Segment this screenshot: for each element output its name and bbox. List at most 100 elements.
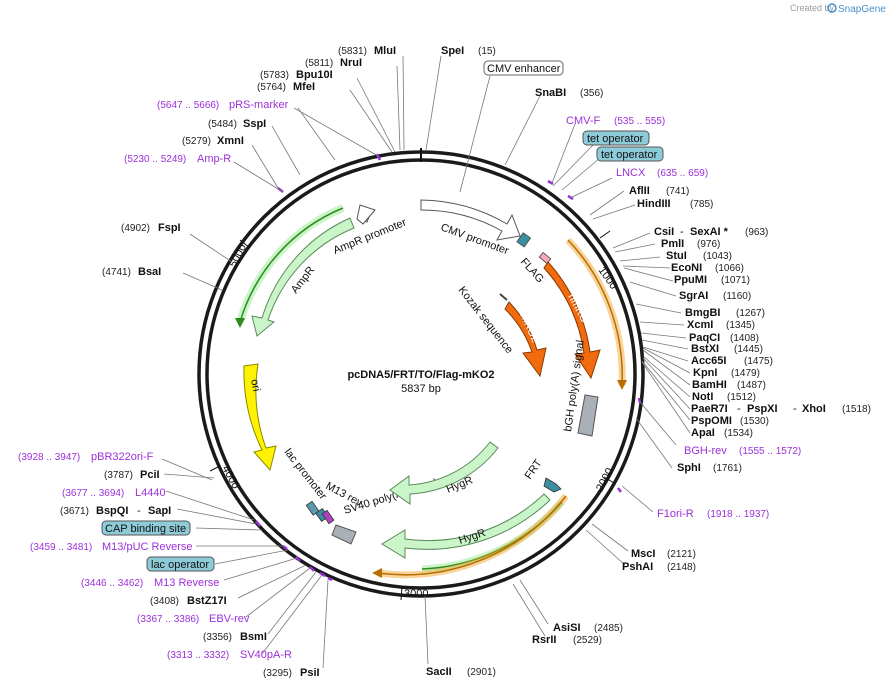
site-sspi-num: (5484): [208, 119, 237, 130]
site-paqci[interactable]: PaqCI: [689, 332, 720, 344]
site-acc65i[interactable]: Acc65I: [691, 355, 726, 367]
box-cmv-enhancer[interactable]: [483, 60, 564, 76]
ticks: [209, 230, 615, 601]
feature-ampr-promoter[interactable]: [356, 204, 376, 225]
feature-kozak[interactable]: [499, 293, 508, 301]
site-bpu10i[interactable]: Bpu10I: [296, 69, 333, 81]
feature-mko2[interactable]: [504, 301, 547, 378]
site-sspi[interactable]: SspI: [243, 118, 266, 130]
site-psii-num: (3295): [263, 668, 292, 679]
box-cap-binding-site[interactable]: [101, 520, 191, 536]
primer-lncx[interactable]: LNCX: [616, 167, 646, 179]
box-lac-operator[interactable]: [146, 556, 215, 572]
feature-hygr-inner[interactable]: [389, 441, 499, 505]
site-nrui[interactable]: NruI: [340, 57, 362, 69]
box-tet-operator-2[interactable]: [596, 146, 664, 162]
site-sacii[interactable]: SacII: [426, 666, 452, 678]
site-ppumi-num: (1071): [721, 275, 750, 286]
site-acc65i-num: (1475): [744, 356, 773, 367]
primer-cmvf[interactable]: CMV-F: [566, 115, 601, 127]
site-asisi[interactable]: AsiSI: [553, 622, 581, 634]
plasmid-name: pcDNA5/FRT/TO/Flag-mKO2: [347, 369, 494, 381]
site-rsrii-num: (2529): [573, 635, 602, 646]
primer-ampr[interactable]: Amp-R: [197, 153, 231, 165]
site-sgrai[interactable]: SgrAI: [679, 290, 708, 302]
feature-hygr-outer[interactable]: [381, 493, 551, 559]
site-rsrii[interactable]: RsrII: [532, 634, 556, 646]
site-bstz17i[interactable]: BstZ17I: [187, 595, 227, 607]
site-bamhi-num: (1487): [737, 380, 766, 391]
site-msci[interactable]: MscI: [631, 548, 655, 560]
site-mfei[interactable]: MfeI: [293, 81, 315, 93]
site-stui[interactable]: StuI: [666, 250, 687, 262]
feature-ori[interactable]: [243, 363, 277, 472]
feature-hmko[interactable]: [543, 261, 601, 380]
site-bsai[interactable]: BsaI: [138, 266, 161, 278]
site-ppumi[interactable]: PpuMI: [674, 274, 707, 286]
site-bspqi-num: (3671): [60, 506, 89, 517]
feature-frt[interactable]: [543, 477, 562, 493]
site-bmgbi[interactable]: BmgBI: [685, 307, 720, 319]
site-pspxi[interactable]: PspXI: [747, 403, 778, 415]
snapgene-logo-icon: [827, 3, 837, 13]
feature-flag[interactable]: [516, 232, 532, 248]
primer-ampr-range: (5230 .. 5249): [124, 154, 186, 165]
site-pcii[interactable]: PciI: [140, 469, 160, 481]
site-sphi-num: (1761): [713, 463, 742, 474]
primer-l4440[interactable]: L4440: [135, 487, 166, 499]
label-cap-binding-site: CAP binding site: [105, 523, 186, 535]
site-csii[interactable]: CsiI: [654, 226, 674, 238]
site-mlui[interactable]: MluI: [374, 45, 396, 57]
site-apai-num: (1534): [724, 428, 753, 439]
site-pmli[interactable]: PmlI: [661, 238, 684, 250]
orf-lower-arrowhead: [372, 568, 382, 578]
site-psii[interactable]: PsiI: [300, 667, 320, 679]
site-bsmi[interactable]: BsmI: [240, 631, 267, 643]
primer-m13puc[interactable]: M13/pUC Reverse: [102, 541, 192, 553]
site-fspi[interactable]: FspI: [158, 222, 181, 234]
site-pshai[interactable]: PshAI: [622, 561, 653, 573]
feature-bgh-polya[interactable]: [577, 394, 599, 437]
site-bamhi[interactable]: BamHI: [692, 379, 727, 391]
site-noti-num: (1512): [727, 392, 756, 403]
site-xmni[interactable]: XmnI: [217, 135, 244, 147]
site-paer7i[interactable]: PaeR7I: [691, 403, 728, 415]
primer-m13rev[interactable]: M13 Reverse: [154, 577, 219, 589]
primer-bghrev[interactable]: BGH-rev: [684, 445, 727, 457]
site-bsai-num: (4741): [102, 267, 131, 278]
primer-prs[interactable]: pRS-marker: [229, 99, 289, 111]
site-bsmi-num: (3356): [203, 632, 232, 643]
site-econi[interactable]: EcoNI: [671, 262, 702, 274]
feature-ampr[interactable]: [251, 217, 355, 337]
site-pspomi[interactable]: PspOMI: [691, 415, 732, 427]
primer-ebvrev[interactable]: EBV-rev: [209, 613, 250, 625]
site-xhoi[interactable]: XhoI: [802, 403, 826, 415]
site-apai[interactable]: ApaI: [691, 427, 715, 439]
site-xcmi[interactable]: XcmI: [687, 319, 713, 331]
site-bstxi[interactable]: BstXI: [691, 343, 719, 355]
site-kpni[interactable]: KpnI: [693, 367, 717, 379]
feature-m13rev[interactable]: [321, 509, 335, 525]
primer-f1ori[interactable]: F1ori-R: [657, 508, 694, 520]
site-msci-num: (2121): [667, 549, 696, 560]
site-hindiii-num: (785): [690, 199, 713, 210]
site-bspqi[interactable]: BspQI: [96, 505, 128, 517]
site-snabi-num: (356): [580, 88, 603, 99]
site-snabi[interactable]: SnaBI: [535, 87, 566, 99]
site-hindiii[interactable]: HindIII: [637, 198, 671, 210]
site-aflii[interactable]: AflII: [629, 185, 650, 197]
feature-cmv-promoter[interactable]: [420, 199, 521, 241]
site-sep-1: -: [680, 226, 684, 238]
site-sexai[interactable]: SexAI *: [690, 226, 729, 238]
site-spei[interactable]: SpeI: [441, 45, 464, 57]
site-noti[interactable]: NotI: [692, 391, 713, 403]
feature-sv40-polya[interactable]: [331, 524, 357, 545]
primer-pbr322[interactable]: pBR322ori-F: [91, 451, 154, 463]
box-tet-operator-1[interactable]: [582, 130, 650, 146]
site-sapi[interactable]: SapI: [148, 505, 171, 517]
primer-sv40par[interactable]: SV40pA-R: [240, 649, 292, 661]
primer-m13puc-range: (3459 .. 3481): [30, 542, 92, 553]
label-frt: FRT: [523, 457, 545, 481]
site-sphi[interactable]: SphI: [677, 462, 701, 474]
label-tet-operator-1: tet operator: [587, 133, 644, 145]
